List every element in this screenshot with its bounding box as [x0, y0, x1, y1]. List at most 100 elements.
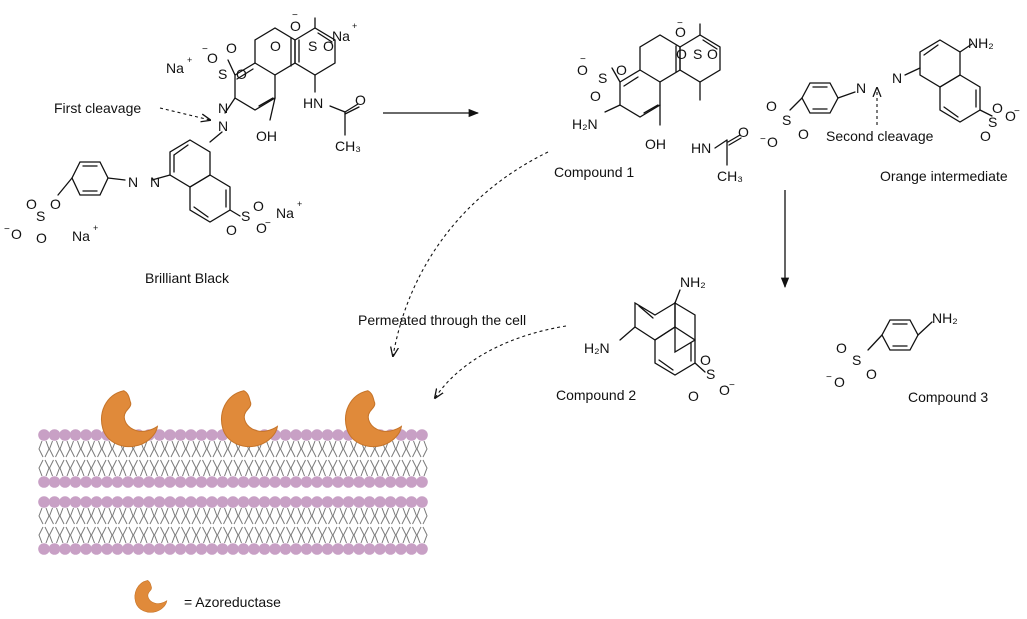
- lipid-tail: [254, 526, 260, 544]
- lipid-tail: [370, 459, 376, 477]
- lipid-head: [132, 476, 145, 488]
- atom-s: S: [693, 46, 703, 62]
- lipid-tail: [55, 507, 61, 525]
- lipid-tail: [164, 440, 170, 458]
- lipid-tail: [412, 440, 418, 458]
- lipid-head: [237, 543, 250, 555]
- lipid-tail: [395, 440, 401, 458]
- lipid-head: [59, 543, 71, 555]
- lipid-head: [321, 476, 334, 488]
- lipid-tail: [321, 440, 327, 458]
- lipid-tail: [307, 459, 313, 477]
- lipid-tail: [139, 526, 145, 544]
- lipid-tail: [55, 526, 61, 544]
- lipid-tail: [223, 526, 229, 544]
- lipid-head: [342, 496, 355, 508]
- lipid-tail: [279, 440, 285, 458]
- lipid-tail: [122, 459, 128, 477]
- lipid-head: [405, 476, 418, 488]
- lipid-tail: [48, 507, 54, 525]
- lipid-tail: [55, 459, 61, 477]
- lipid-head: [363, 496, 376, 508]
- lipid-head: [206, 543, 218, 555]
- legend-enzyme-icon: [134, 580, 168, 613]
- lipid-head: [321, 429, 334, 441]
- lipid-head: [416, 496, 428, 508]
- lipid-tail: [185, 459, 191, 477]
- lipid-head: [80, 543, 92, 555]
- atom-o: O: [256, 220, 267, 236]
- lipid-head: [237, 476, 250, 488]
- lipid-tail: [258, 526, 264, 544]
- second-cleavage-label: Second cleavage: [826, 128, 934, 144]
- lipid-tail: [149, 440, 155, 458]
- lipid-tail: [342, 526, 348, 544]
- lipid-tail: [380, 526, 386, 544]
- lipid-tail: [359, 507, 365, 525]
- lipid-tail: [195, 507, 201, 525]
- atom-o: O: [323, 38, 334, 54]
- lipid-tail: [328, 526, 334, 544]
- lipid-tail: [90, 440, 96, 458]
- lipid-head: [353, 496, 365, 508]
- atom-nh2: NH₂: [968, 35, 994, 51]
- lipid-head: [300, 429, 313, 441]
- lipid-head: [395, 543, 407, 555]
- lipid-tail: [349, 459, 355, 477]
- lipid-tail: [185, 440, 191, 458]
- lipid-tail: [69, 440, 75, 458]
- lipid-head: [405, 543, 418, 555]
- lipid-head: [216, 496, 229, 508]
- atom-o: O: [834, 374, 845, 390]
- lipid-tail: [300, 526, 306, 544]
- lipid-tail: [80, 507, 86, 525]
- azoreductase-icon: [221, 390, 279, 448]
- lipid-tail: [65, 507, 71, 525]
- lipid-head: [69, 543, 82, 555]
- lipid-tail: [286, 440, 292, 458]
- atom-h2n: H₂N: [584, 340, 610, 356]
- lipid-head: [80, 496, 92, 508]
- atom-s: S: [988, 114, 998, 130]
- lipid-tail: [206, 440, 212, 458]
- atom-o: O: [700, 352, 711, 368]
- lipid-head: [164, 543, 176, 555]
- lipid-tail: [170, 440, 176, 458]
- lipid-head: [174, 543, 187, 555]
- lipid-head: [332, 496, 344, 508]
- legend-label: = Azoreductase: [184, 594, 281, 610]
- atom-o: O: [355, 92, 366, 108]
- atom-o: O: [1005, 108, 1016, 124]
- lipid-tail: [363, 507, 369, 525]
- first-cleavage-pointer: [159, 107, 210, 120]
- lipid-tail: [338, 526, 344, 544]
- lipid-tail: [374, 507, 380, 525]
- lipid-tail: [384, 526, 390, 544]
- lipid-tail: [405, 440, 411, 458]
- lipid-tail: [363, 459, 369, 477]
- lipid-tail: [143, 526, 149, 544]
- compound-1-structure: [604, 23, 742, 166]
- lipid-tail: [269, 507, 275, 525]
- lipid-tail: [101, 507, 107, 525]
- lipid-tail: [353, 526, 359, 544]
- lipid-tail: [191, 526, 197, 544]
- lipid-tail: [353, 507, 359, 525]
- lipid-head: [363, 476, 376, 488]
- lipid-tail: [237, 526, 243, 544]
- atom-s: S: [218, 66, 228, 82]
- lipid-tail: [80, 526, 86, 544]
- lipid-head: [279, 543, 292, 555]
- atom-o: O: [26, 196, 37, 212]
- lipid-tail: [76, 440, 82, 458]
- lipid-tail: [118, 526, 124, 544]
- lipid-tail: [265, 459, 271, 477]
- atom-ch3: CH₃: [717, 168, 743, 184]
- lipid-tail: [290, 459, 296, 477]
- lipid-tail: [275, 526, 281, 544]
- lipid-tail: [132, 459, 138, 477]
- lipid-head: [342, 476, 355, 488]
- lipid-tail: [111, 507, 117, 525]
- lipid-tail: [153, 507, 159, 525]
